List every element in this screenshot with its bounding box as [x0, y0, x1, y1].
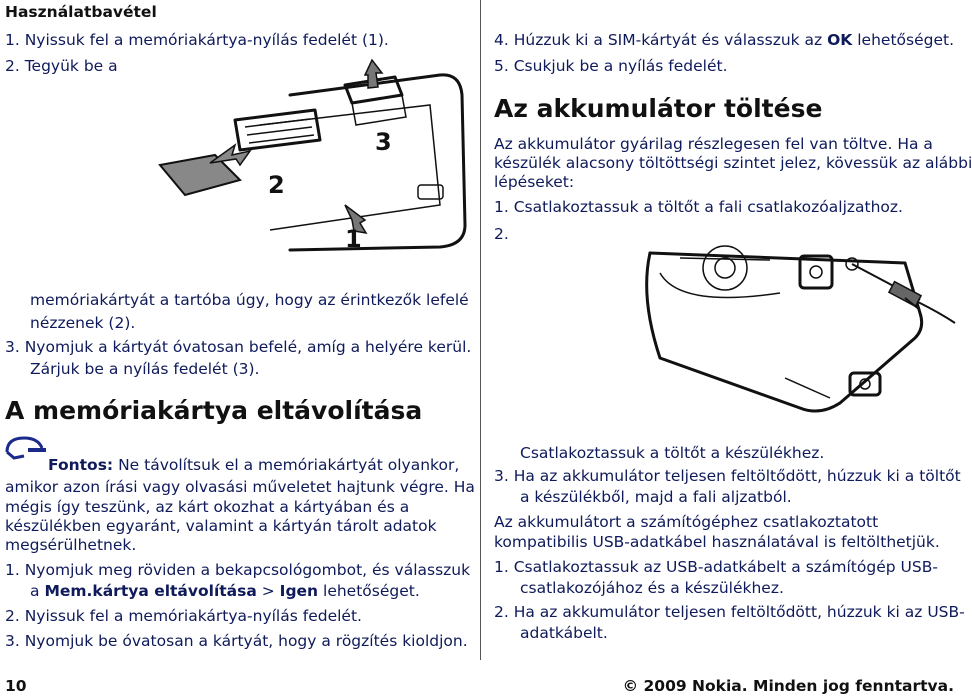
heading-remove-card: A memóriakártya eltávolítása: [5, 396, 423, 425]
usb-step-1-line-2: csatlakozójához és a készülékhez.: [520, 579, 784, 597]
charger-illustration: [645, 245, 956, 413]
section-title: Használatbavétel: [5, 3, 157, 21]
remove-step-3: 3. Nyomjuk be óvatosan a kártyát, hogy a…: [5, 632, 468, 650]
step-3-line-2: Zárjuk be a nyílás fedelét (3).: [30, 360, 260, 378]
charging-intro-3: lépéseket:: [494, 173, 575, 191]
figure-label-1: 1: [345, 225, 362, 253]
figure-label-3: 3: [375, 128, 392, 156]
sim-step-4-pre: 4. Húzzuk ki a SIM-kártyát és válasszuk …: [494, 31, 828, 49]
column-divider: [480, 0, 481, 660]
heading-charging: Az akkumulátor töltése: [494, 94, 823, 123]
sim-step-4-post: lehetőséget.: [852, 31, 954, 49]
usb-step-2-line-1: 2. Ha az akkumulátor teljesen feltöltődö…: [494, 603, 965, 621]
remove-step-1-line-2: a Mem.kártya eltávolítása > Igen lehetős…: [30, 581, 420, 601]
step-1: 1. Nyissuk fel a memóriakártya-nyílás fe…: [5, 31, 389, 49]
step-3-line-1: 3. Nyomjuk a kártyát óvatosan befelé, am…: [5, 338, 472, 356]
note-line-1: Fontos: Ne távolítsuk el a memóriakártyá…: [48, 455, 459, 475]
usb-intro-1: Az akkumulátort a számítógéphez csatlako…: [494, 513, 879, 531]
menu-separator: >: [256, 582, 280, 600]
memory-card-illustration: 3 2 1: [158, 58, 467, 253]
remove-step-1-line-1: 1. Nyomjuk meg röviden a bekapcsológombo…: [5, 561, 471, 579]
menu-path-2: Igen: [279, 582, 319, 600]
note-icon: [5, 436, 46, 460]
step-2-continued-1: memóriakártyát a tartóba úgy, hogy az ér…: [30, 291, 469, 309]
sim-step-4: 4. Húzzuk ki a SIM-kártyát és válasszuk …: [494, 30, 954, 50]
charge-step-1: 1. Csatlakoztassuk a töltőt a fali csatl…: [494, 198, 903, 216]
copyright: © 2009 Nokia. Minden jog fenntartva.: [622, 677, 954, 695]
charging-intro-2: készülék alacsony töltöttségi szintet je…: [494, 154, 972, 172]
page-number: 10: [5, 677, 27, 695]
charge-step-3-line-2: a készülékből, majd a fali aljzatból.: [520, 488, 792, 506]
usb-step-1-line-1: 1. Csatlakoztassuk az USB-adatkábelt a s…: [494, 558, 938, 576]
charging-intro-1: Az akkumulátor gyárilag részlegesen fel …: [494, 135, 933, 153]
note-label: Fontos:: [48, 456, 114, 474]
ok-keyword: OK: [827, 31, 853, 49]
charge-step-2: 2.: [494, 225, 509, 243]
step-2: 2. Tegyük be a: [5, 57, 118, 75]
note-line-1-text: Ne távolítsuk el a memóriakártyát olyank…: [113, 456, 460, 474]
note-line-3: mégis így teszünk, az kárt okozhat a kár…: [5, 498, 410, 516]
charge-step-3-line-1: 3. Ha az akkumulátor teljesen feltöltődö…: [494, 467, 961, 485]
menu-path-1: Mem.kártya eltávolítása: [44, 582, 257, 600]
sim-step-5: 5. Csukjuk be a nyílás fedelét.: [494, 57, 728, 75]
note-line-4: készülékben egyaránt, valamint a kártyán…: [5, 517, 437, 535]
remove-step-1-end: lehetőséget.: [318, 582, 420, 600]
usb-intro-2: kompatibilis USB-adatkábel használatával…: [494, 533, 940, 551]
usb-step-2-line-2: adatkábelt.: [520, 624, 608, 642]
figure-label-2: 2: [268, 171, 285, 199]
note-line-2: amikor azon írási vagy olvasási művelete…: [5, 478, 475, 496]
note-line-5: megsérülhetnek.: [5, 536, 137, 554]
step-2-continued-2: nézzenek (2).: [30, 314, 136, 332]
remove-step-2: 2. Nyissuk fel a memóriakártya-nyílás fe…: [5, 607, 362, 625]
remove-step-1-a: a: [30, 582, 45, 600]
charge-step-2-text: Csatlakoztassuk a töltőt a készülékhez.: [520, 444, 825, 462]
